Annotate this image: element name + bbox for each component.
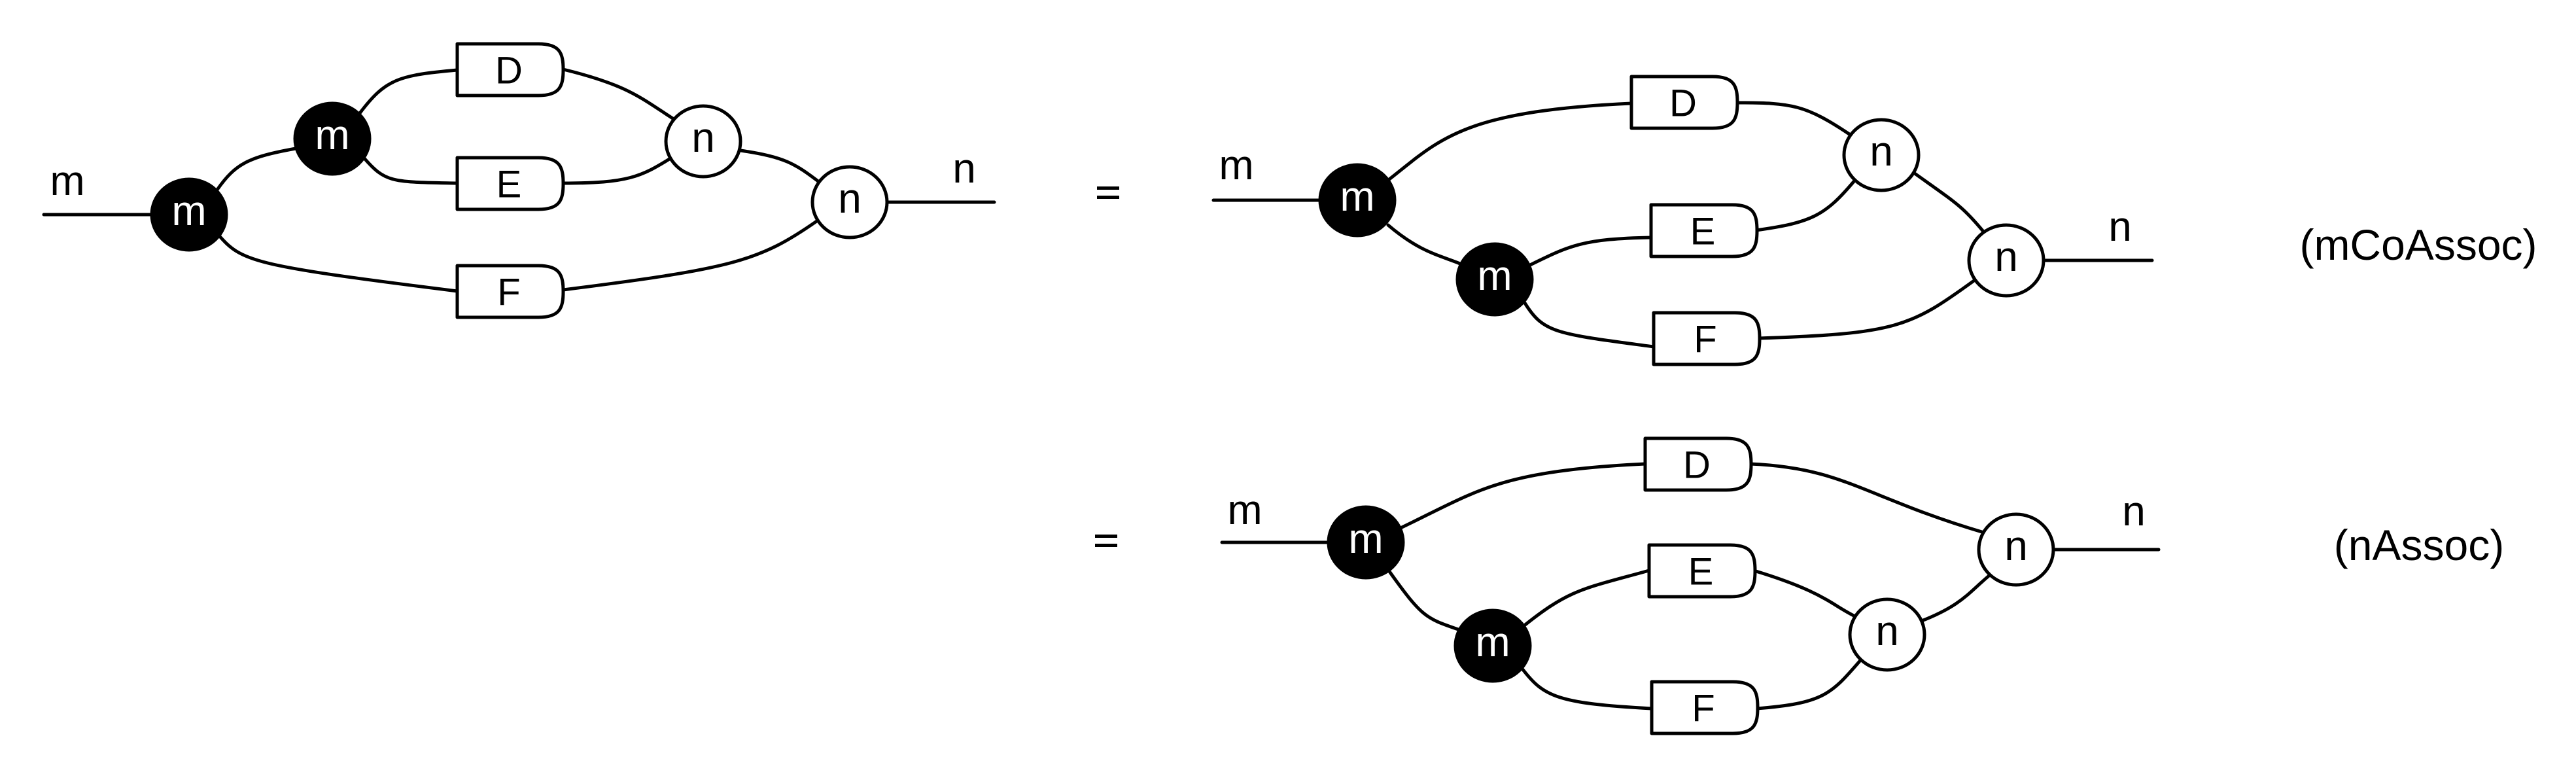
equals-bar-bottom	[1097, 196, 1119, 199]
box-E	[1649, 203, 1759, 258]
wire	[1520, 667, 1654, 711]
white-node-n1	[664, 104, 742, 179]
node-label-n2: n	[1994, 233, 2018, 280]
black-node-m2	[1455, 242, 1534, 317]
wire	[561, 219, 820, 292]
node-label-n1: n	[1870, 128, 1893, 175]
equals-bar-bottom	[1095, 544, 1117, 547]
box-D	[1629, 75, 1739, 130]
box-D	[1643, 436, 1753, 492]
black-node-m2	[293, 101, 372, 176]
wire	[358, 68, 459, 115]
wire	[1523, 301, 1656, 349]
white-node-n2	[810, 165, 889, 239]
rule-label: (nAssoc)	[2334, 521, 2504, 569]
box-E	[1647, 543, 1757, 599]
node-label-m2: m	[315, 111, 349, 158]
node-label-n1: n	[1875, 607, 1899, 654]
box-label-F: F	[1694, 319, 1716, 361]
white-node-n2	[1977, 512, 2055, 587]
box-D	[455, 42, 565, 97]
node-label-m1: m	[171, 187, 206, 234]
white-node-n2	[1967, 223, 2045, 298]
wire	[1748, 462, 1986, 535]
box-label-E: E	[1690, 211, 1716, 253]
node-label-m2: m	[1475, 618, 1510, 665]
wire	[216, 232, 459, 293]
box-label-F: F	[1692, 688, 1714, 730]
box-E	[455, 156, 565, 211]
wire	[1754, 657, 1864, 711]
node-label-m2: m	[1477, 252, 1512, 299]
box-label-D: D	[495, 50, 523, 92]
equals-sign	[1095, 535, 1117, 547]
input-wire-label: m	[1227, 486, 1262, 533]
black-node-m2	[1453, 608, 1532, 683]
node-label-n1: n	[691, 114, 715, 161]
input-wire-label: m	[1219, 141, 1253, 188]
white-node-n1	[1848, 597, 1926, 672]
equals-bar-top	[1097, 186, 1119, 190]
output-wire-label: n	[2122, 487, 2146, 535]
box-label-E: E	[496, 164, 522, 206]
wire	[1752, 569, 1858, 619]
wire	[1387, 569, 1462, 632]
node-label-n2: n	[838, 175, 862, 222]
wire	[1399, 462, 1647, 530]
white-node-n1	[1842, 118, 1921, 192]
wire	[561, 67, 676, 121]
box-label-F: F	[497, 272, 520, 314]
black-node-m1	[150, 177, 228, 252]
wire	[1528, 236, 1653, 267]
wire	[215, 147, 298, 192]
input-wire-label: m	[50, 157, 84, 204]
black-node-m1	[1318, 163, 1397, 237]
wire	[739, 149, 821, 184]
rule-label: (mCoAssoc)	[2299, 220, 2537, 269]
output-wire-label: n	[2108, 203, 2132, 250]
wire	[362, 156, 459, 185]
node-label-m1: m	[1340, 173, 1374, 220]
box-F	[455, 264, 565, 319]
equation-rhs2	[1327, 436, 2055, 735]
output-wire-label: n	[952, 145, 976, 192]
wire	[1754, 178, 1857, 232]
box-label-E: E	[1688, 551, 1714, 593]
box-label-D: D	[1683, 444, 1711, 487]
wire	[1385, 101, 1633, 183]
wire	[1757, 278, 1977, 340]
wires-layer	[42, 67, 2161, 711]
box-label-D: D	[1669, 82, 1697, 125]
equation-rhs1	[1318, 75, 2045, 366]
wire	[1918, 572, 1993, 624]
equals-sign	[1097, 186, 1119, 199]
node-label-n2: n	[2004, 522, 2028, 569]
equals-bar-top	[1095, 535, 1117, 538]
wire	[1913, 171, 1986, 234]
wire	[1735, 101, 1853, 137]
shapes-layer	[150, 42, 2055, 735]
wire	[1386, 223, 1462, 266]
wire	[562, 156, 672, 185]
equation-lhs	[150, 42, 889, 319]
node-label-m1: m	[1348, 515, 1383, 562]
black-node-m1	[1327, 505, 1405, 580]
wire	[1522, 569, 1651, 628]
box-F	[1650, 680, 1760, 735]
box-F	[1652, 311, 1762, 366]
